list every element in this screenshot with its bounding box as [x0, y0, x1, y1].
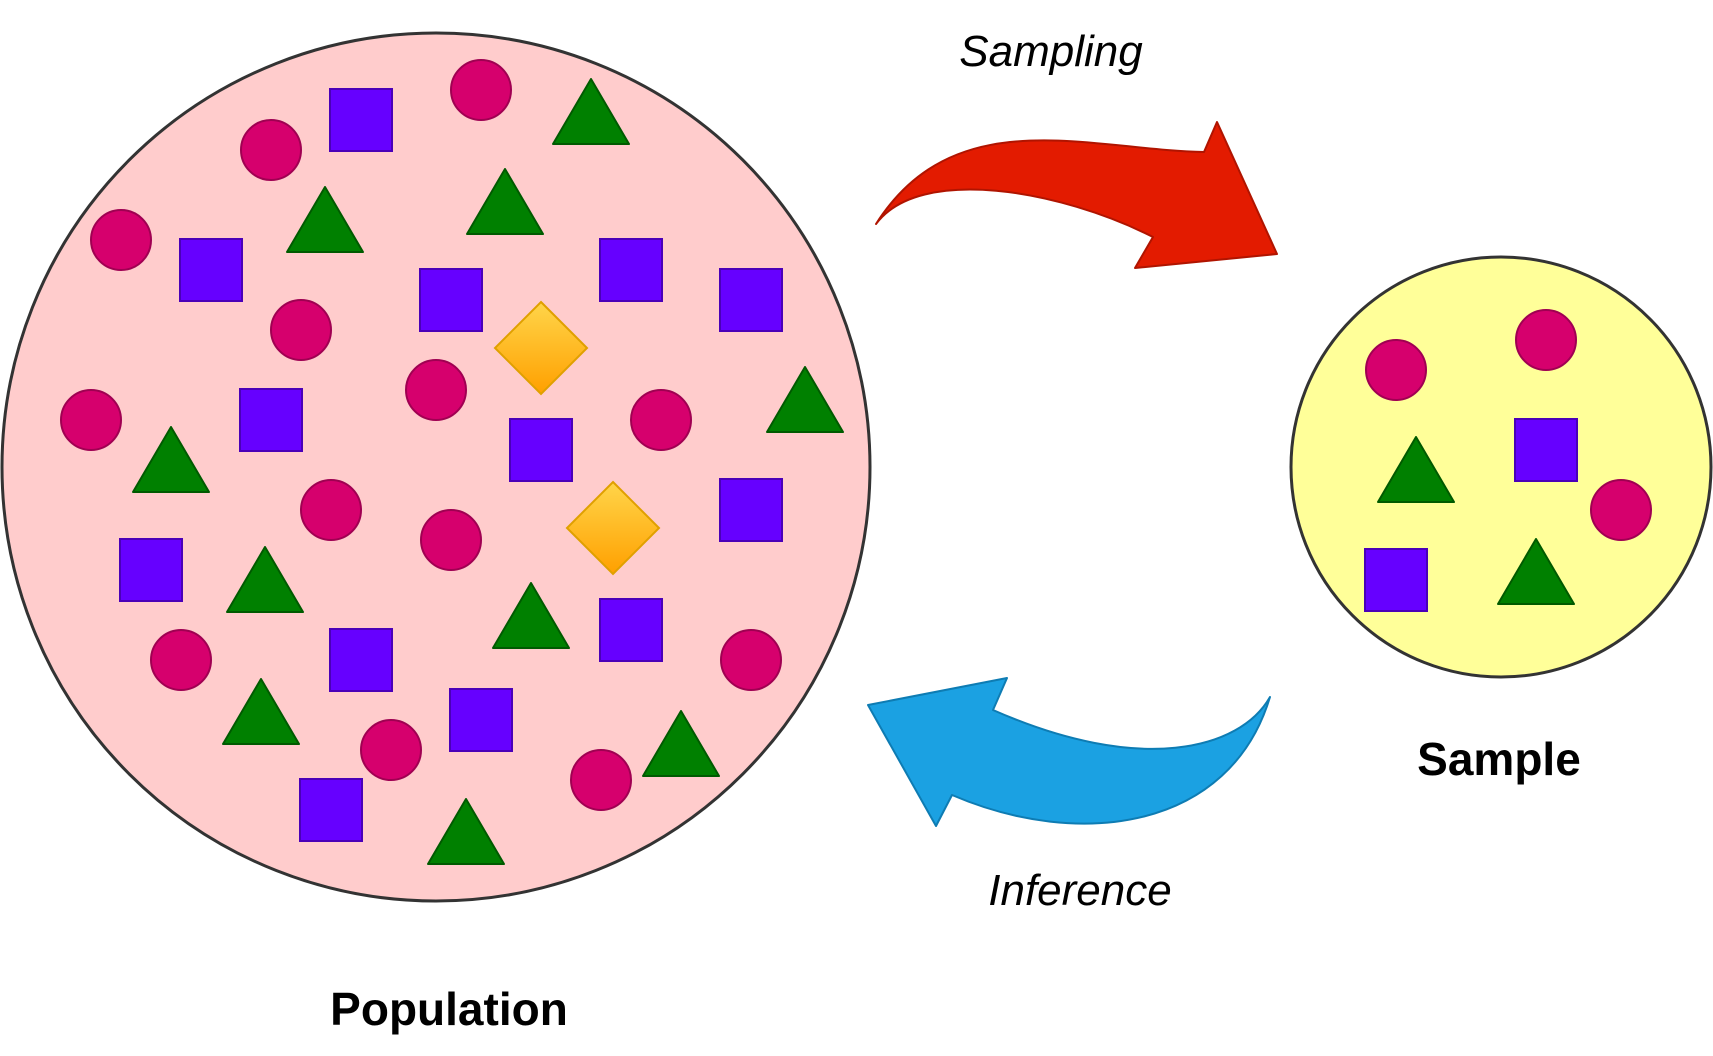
dot-shape [720, 629, 782, 691]
inference-label: Inference [988, 866, 1171, 915]
square-shape [1364, 548, 1428, 612]
triangle-shape [226, 546, 304, 613]
triangle-shape [642, 710, 720, 777]
dot-shape [630, 389, 692, 451]
square-shape [179, 238, 243, 302]
triangle-shape [466, 168, 544, 235]
sample-shapes [1364, 309, 1652, 612]
dot-shape [570, 749, 632, 811]
dot-shape [300, 479, 362, 541]
dot-shape [270, 299, 332, 361]
square-shape [719, 478, 783, 542]
triangle-shape [552, 78, 630, 145]
square-shape [449, 688, 513, 752]
square-shape [419, 268, 483, 332]
population-label: Population [330, 983, 568, 1035]
triangle-shape [222, 678, 300, 745]
dot-shape [1590, 479, 1652, 541]
inference-arrow [867, 677, 1271, 827]
dot-shape [450, 59, 512, 121]
dot-shape [90, 209, 152, 271]
square-shape [1514, 418, 1578, 482]
square-shape [599, 238, 663, 302]
triangle-shape [286, 186, 364, 253]
sample-circle [1289, 255, 1713, 679]
dot-shape [1515, 309, 1577, 371]
square-shape [239, 388, 303, 452]
dot-shape [420, 509, 482, 571]
square-shape [329, 88, 393, 152]
sampling-arrow [875, 121, 1278, 269]
dot-shape [60, 389, 122, 451]
square-shape [599, 598, 663, 662]
square-shape [299, 778, 363, 842]
triangle-shape [766, 366, 844, 433]
population-circle [0, 31, 872, 903]
dot-shape [360, 719, 422, 781]
dot-shape [150, 629, 212, 691]
dot-shape [240, 119, 302, 181]
triangle-shape [492, 582, 570, 649]
square-shape [329, 628, 393, 692]
triangle-shape [132, 426, 210, 493]
diamond-shape [565, 480, 661, 576]
dot-shape [405, 359, 467, 421]
sampling-label: Sampling [959, 27, 1143, 76]
square-shape [719, 268, 783, 332]
square-shape [509, 418, 573, 482]
diamond-shape [493, 300, 589, 396]
sample-label: Sample [1417, 733, 1581, 785]
triangle-shape [1497, 538, 1575, 605]
triangle-shape [1377, 436, 1455, 503]
triangle-shape [427, 798, 505, 865]
dot-shape [1365, 339, 1427, 401]
population-shapes [60, 59, 844, 865]
square-shape [119, 538, 183, 602]
